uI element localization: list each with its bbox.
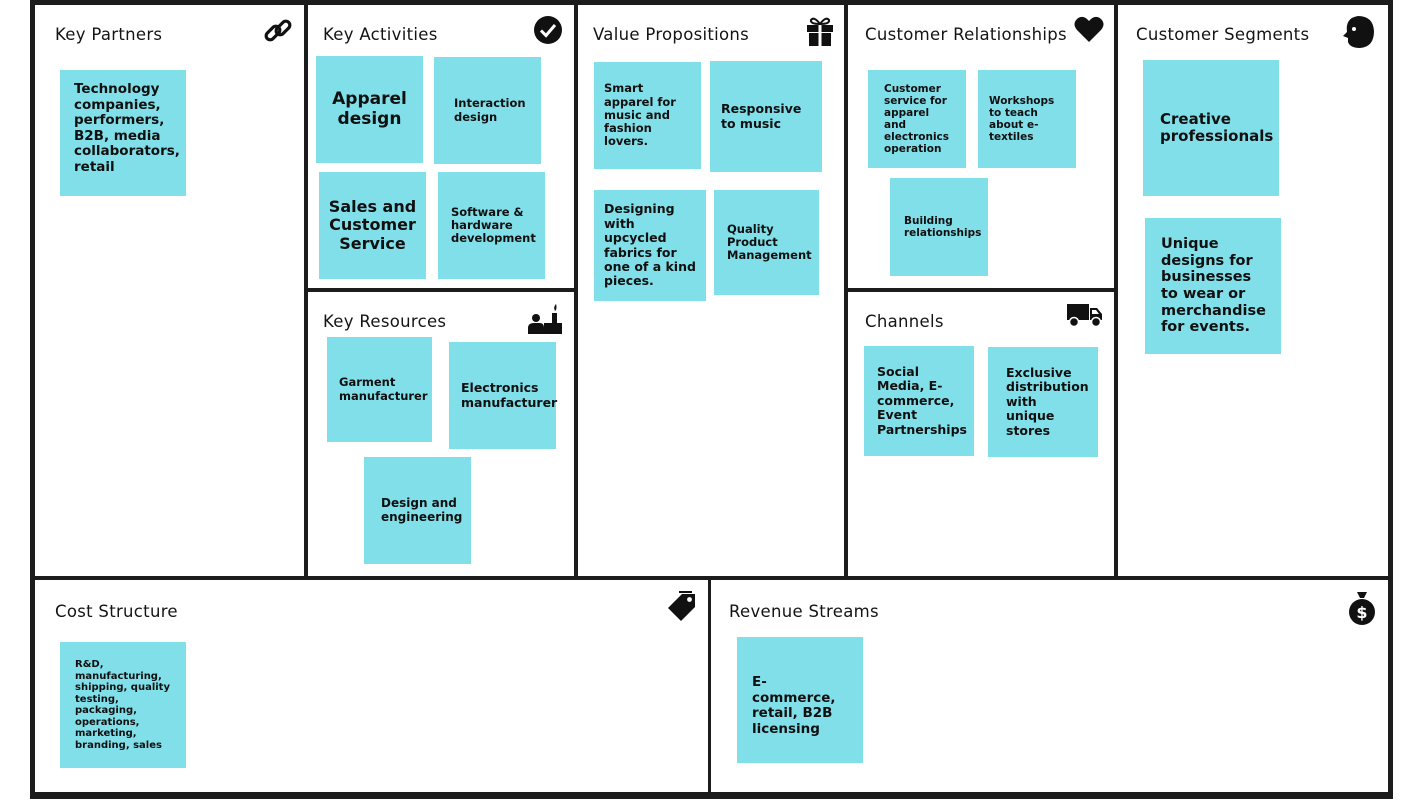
sticky-note-text: Customer service for apparel and electro…: [884, 82, 950, 156]
cost-structure-title: Cost Structure: [55, 602, 178, 621]
channels-title: Channels: [865, 312, 944, 331]
sticky-note: Unique designs for businesses to wear or…: [1145, 218, 1281, 354]
sticky-note: Apparel design: [316, 56, 423, 163]
sticky-note-text: Garment manufacturer: [339, 375, 428, 403]
sticky-note: Social Media, E-commerce, Event Partners…: [864, 346, 974, 456]
sticky-note: Garment manufacturer: [327, 337, 432, 442]
cost-structure-section: Cost Structure R&D, manufacturing, shipp…: [35, 580, 708, 792]
sticky-note: Quality Product Management: [714, 190, 819, 295]
value-propositions-section: Value Propositions Smart apparel for mus…: [578, 5, 844, 576]
sticky-note: Exclusive distribution with unique store…: [988, 347, 1098, 457]
sticky-note: Designing with upcycled fabrics for one …: [594, 190, 706, 301]
sticky-note: Creative professionals: [1143, 60, 1279, 196]
sticky-note: Smart apparel for music and fashion love…: [594, 62, 701, 169]
sticky-note-text: Electronics manufacturer: [461, 380, 558, 410]
revenue-streams-section: Revenue Streams $ E-commerce, retail, B2…: [711, 580, 1388, 792]
sticky-note-text: Sales and Customer Service: [328, 196, 417, 253]
price-tag-icon: [667, 590, 699, 622]
sticky-note: R&D, manufacturing, shipping, quality te…: [60, 642, 186, 768]
customer-segments-title: Customer Segments: [1136, 25, 1310, 44]
sticky-note-text: Exclusive distribution with unique store…: [1006, 365, 1089, 438]
customer-segments-section: Customer Segments Creative professionals…: [1118, 5, 1388, 576]
gift-icon: [806, 15, 834, 47]
checkmark-icon: [533, 15, 563, 45]
sticky-note: Workshops to teach about e-textiles: [978, 70, 1076, 168]
sticky-note: Sales and Customer Service: [319, 172, 426, 279]
sticky-note-text: E-commerce, retail, B2B licensing: [752, 674, 836, 737]
link-icon: [262, 15, 294, 47]
sticky-note: Design and engineering: [364, 457, 471, 564]
sticky-note: Responsive to music: [710, 61, 822, 172]
sticky-note-text: Software & hardware development: [451, 204, 536, 246]
sticky-note-text: Smart apparel for music and fashion love…: [604, 81, 676, 149]
channels-section: Channels Social Media, E-commerce, Event…: [848, 292, 1114, 576]
sticky-note-text: Responsive to music: [721, 101, 802, 131]
sticky-note-text: Technology companies, performers, B2B, m…: [74, 81, 180, 175]
sticky-note-text: Designing with upcycled fabrics for one …: [604, 201, 696, 289]
sticky-note-text: Workshops to teach about e-textiles: [989, 94, 1055, 144]
key-resources-title: Key Resources: [323, 312, 447, 331]
key-resources-section: Key Resources Garment manufacturer Elect…: [308, 292, 574, 576]
svg-text:$: $: [1356, 603, 1367, 622]
key-activities-section: Key Activities Apparel design Interactio…: [308, 5, 574, 288]
money-bag-icon: $: [1347, 590, 1377, 626]
key-partners-section: Key Partners Technology companies, perfo…: [35, 5, 304, 576]
sticky-note: Building relationships: [890, 178, 988, 276]
sticky-note-text: R&D, manufacturing, shipping, quality te…: [75, 659, 170, 751]
sticky-note: Interaction design: [434, 57, 541, 164]
key-partners-title: Key Partners: [55, 25, 163, 44]
sticky-note: Electronics manufacturer: [449, 342, 558, 449]
heart-icon: [1074, 15, 1104, 43]
face-icon: [1340, 14, 1376, 50]
key-activities-title: Key Activities: [323, 25, 438, 44]
business-model-canvas: Key Partners Technology companies, perfo…: [30, 0, 1393, 799]
sticky-note-text: Interaction design: [454, 96, 526, 124]
sticky-note-text: Apparel design: [332, 88, 407, 129]
customer-relationships-title: Customer Relationships: [865, 25, 1067, 44]
sticky-note: Software & hardware development: [438, 172, 545, 279]
sticky-note-text: Design and engineering: [381, 495, 463, 524]
sticky-note: Customer service for apparel and electro…: [868, 70, 966, 168]
worker-factory-icon: [526, 301, 564, 337]
sticky-note-text: Social Media, E-commerce, Event Partners…: [877, 364, 967, 437]
sticky-note-text: Unique designs for businesses to wear or…: [1161, 235, 1266, 336]
sticky-note-text: Building relationships: [904, 214, 982, 239]
sticky-note: E-commerce, retail, B2B licensing: [737, 637, 863, 763]
sticky-note-text: Creative professionals: [1160, 109, 1274, 145]
truck-icon: [1066, 302, 1104, 328]
sticky-note-text: Quality Product Management: [727, 221, 812, 263]
customer-relationships-section: Customer Relationships Customer service …: [848, 5, 1114, 288]
revenue-streams-title: Revenue Streams: [729, 602, 879, 621]
sticky-note: Technology companies, performers, B2B, m…: [60, 70, 186, 196]
value-propositions-title: Value Propositions: [593, 25, 750, 44]
